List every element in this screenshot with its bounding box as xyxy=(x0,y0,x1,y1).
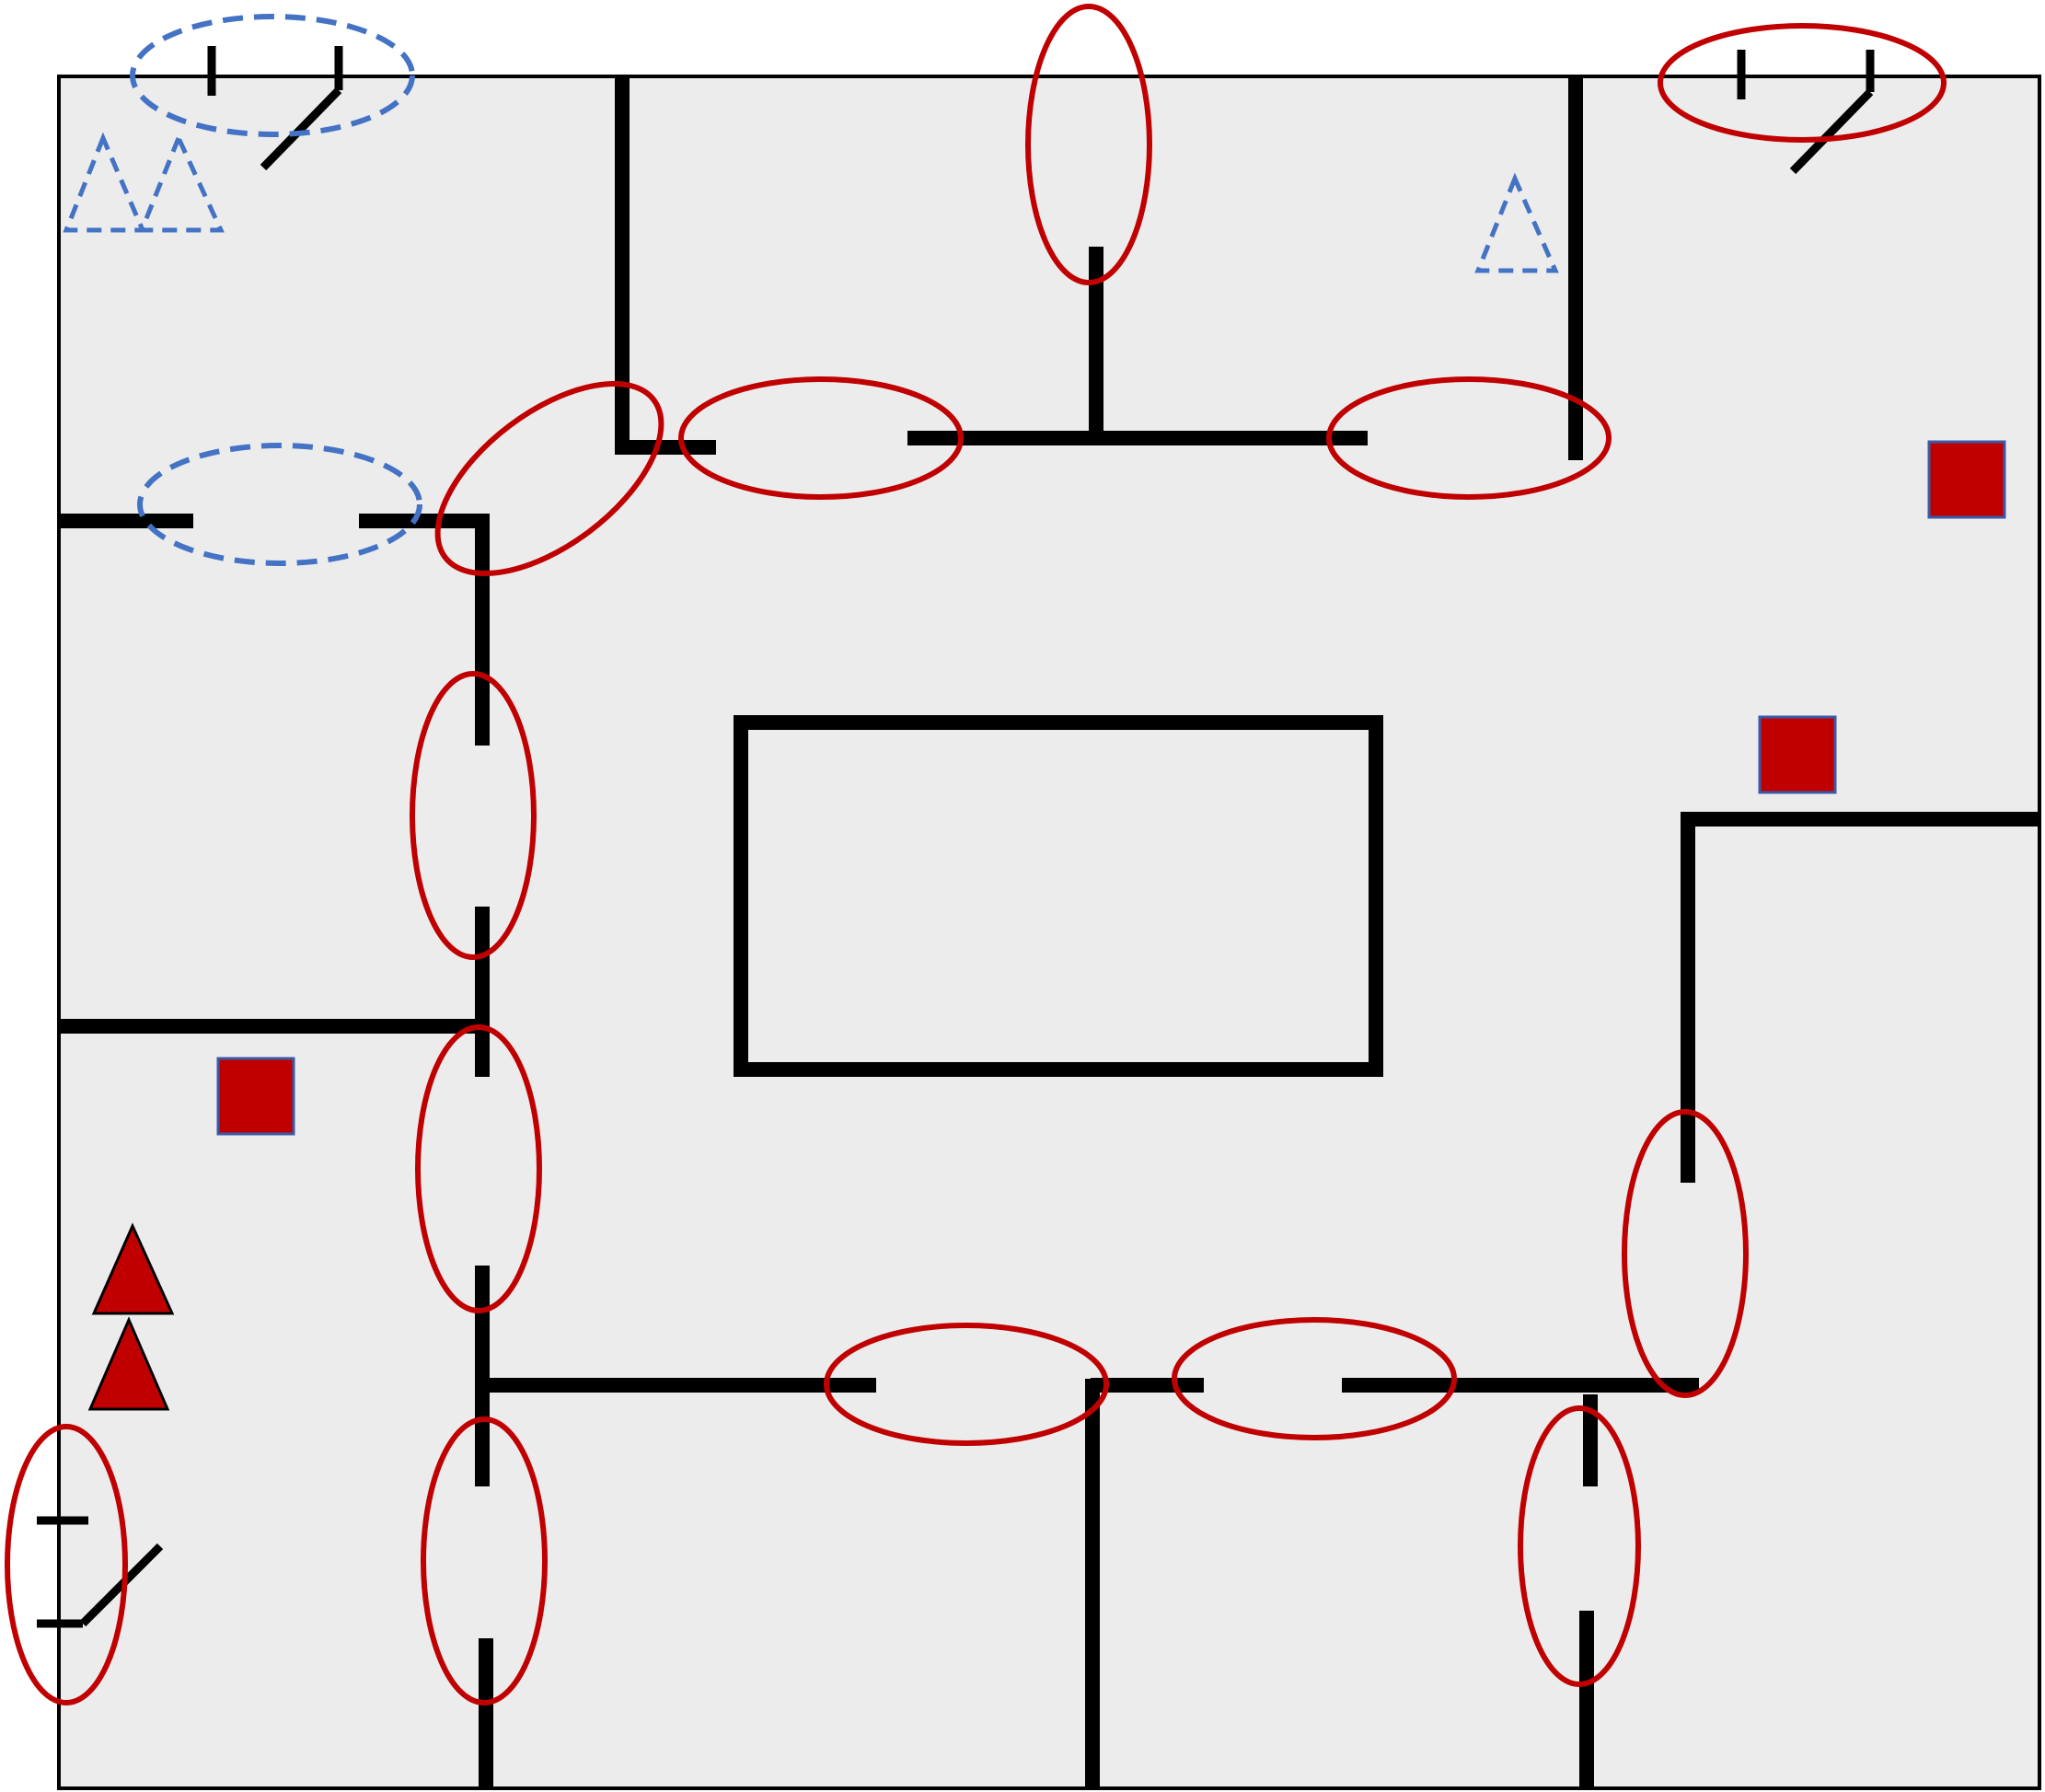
doorway-ellipse xyxy=(678,376,964,500)
door-symbols xyxy=(37,46,1875,1628)
dashed-triangle-icon xyxy=(63,132,146,233)
doorway-ellipse xyxy=(1658,23,1947,143)
doorway-ellipse xyxy=(1518,1405,1641,1687)
doorway-ellipse xyxy=(1622,1109,1749,1398)
blue-dashed-triangles xyxy=(63,132,1559,273)
doorway-ellipse xyxy=(5,1424,128,1705)
doorway-ellipse xyxy=(410,671,537,960)
doorway-ellipse xyxy=(421,1416,548,1705)
square-icon xyxy=(1927,440,2006,519)
door-leaf xyxy=(79,1543,164,1627)
dashed-triangle-icon xyxy=(138,132,225,233)
triangle-icon xyxy=(87,1316,170,1411)
doorway-ellipse xyxy=(1025,4,1152,285)
door-leaf xyxy=(260,87,342,171)
red-doorway-markers xyxy=(5,4,1947,1705)
dashed-ellipse xyxy=(137,443,422,566)
walls xyxy=(59,76,2039,1788)
red-square-markers xyxy=(216,440,2006,1136)
square-icon xyxy=(1758,715,1837,794)
doorway-ellipse xyxy=(1326,376,1612,500)
floor-area xyxy=(57,75,2041,1790)
door-leaf xyxy=(1789,88,1874,175)
blue-dashed-markers xyxy=(130,14,422,566)
dashed-triangle-icon xyxy=(1474,172,1559,273)
doorway-ellipse xyxy=(824,1323,1109,1446)
doorway-ellipse xyxy=(415,1024,542,1313)
doorway-ellipse xyxy=(1172,1317,1457,1440)
red-triangle-markers xyxy=(87,1222,175,1411)
doorway-ellipse xyxy=(434,380,664,577)
triangle-icon xyxy=(91,1222,175,1315)
central-room xyxy=(734,715,1383,1077)
dashed-ellipse xyxy=(130,14,415,137)
square-icon xyxy=(216,1057,295,1136)
